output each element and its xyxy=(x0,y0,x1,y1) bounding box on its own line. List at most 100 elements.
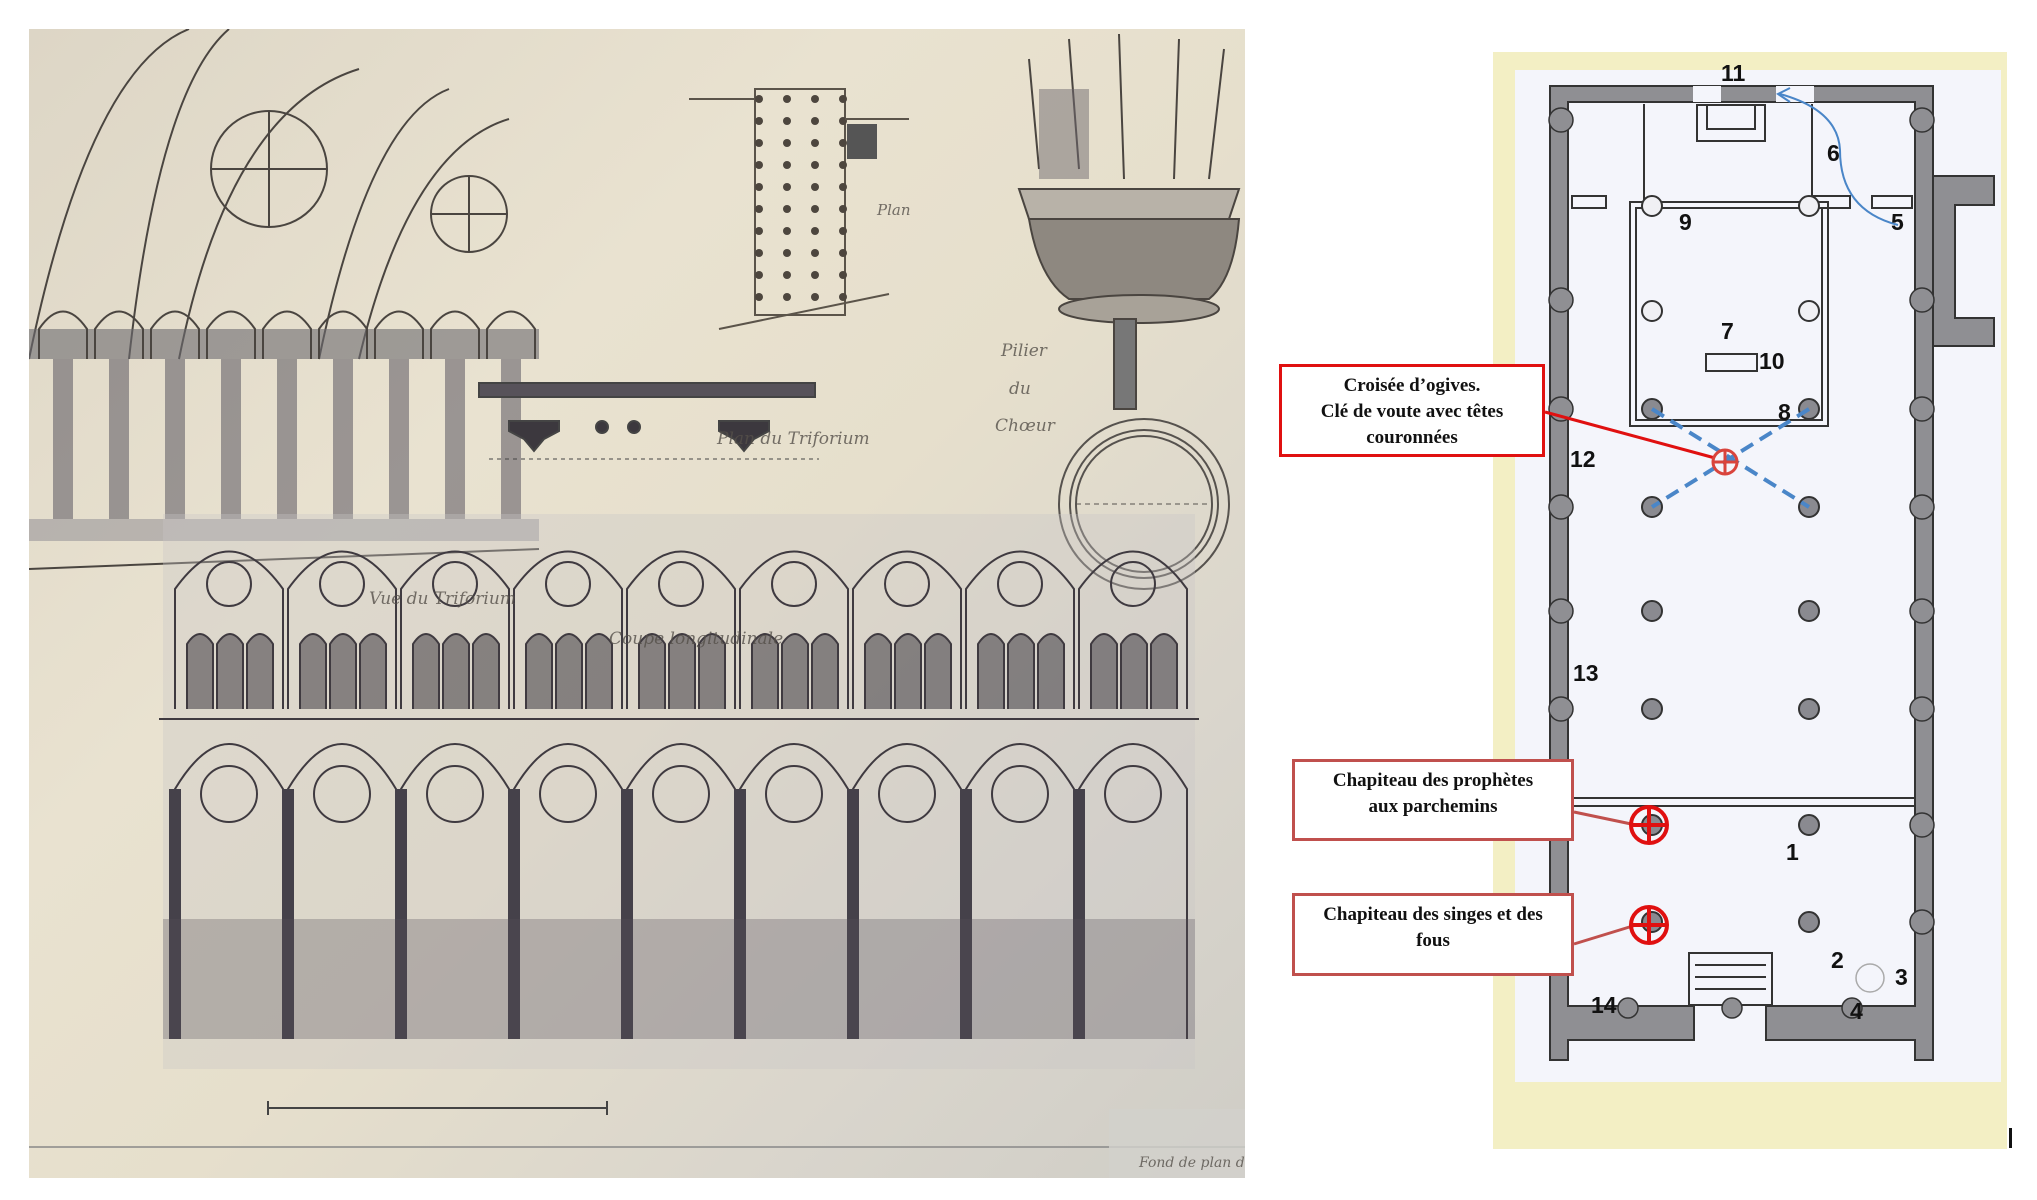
wall-pier xyxy=(1548,107,1574,133)
lower-bay-arch xyxy=(965,743,1075,1039)
arcade-arch xyxy=(150,310,200,359)
arcade-column xyxy=(501,359,521,519)
upper-roundel xyxy=(319,561,365,607)
lower-roundel xyxy=(539,765,597,823)
plan-number-10: 10 xyxy=(1759,348,1785,374)
longitudinal-section-drawing xyxy=(159,514,1199,1069)
small-plan-pier xyxy=(755,249,763,257)
small-plan-pier xyxy=(811,183,819,191)
callout-line: fous xyxy=(1416,930,1450,951)
plan-column xyxy=(1641,600,1663,622)
plan-number-1: 1 xyxy=(1786,839,1799,865)
upper-bay-arch xyxy=(965,550,1075,709)
plan-number-7: 7 xyxy=(1721,318,1734,344)
triforium-opening xyxy=(894,633,922,709)
plan-number-9: 9 xyxy=(1679,209,1692,235)
choir-enclosure xyxy=(1571,104,1913,427)
section-pier xyxy=(395,789,407,1039)
section-pier xyxy=(960,789,972,1039)
small-plan-pier xyxy=(783,183,791,191)
wall-pier xyxy=(1909,909,1935,935)
upper-bay-arch xyxy=(287,550,397,709)
upper-roundel xyxy=(997,561,1043,607)
arcade-arch xyxy=(430,310,480,359)
caption-fond-de-plan: Fond de plan d xyxy=(1139,1155,1245,1171)
triforium-opening xyxy=(246,633,274,709)
lower-bay-arch xyxy=(287,743,397,1039)
small-plan-pier xyxy=(839,205,847,213)
drawing-sketches xyxy=(29,29,1245,1178)
small-plan-pier xyxy=(783,117,791,125)
plan-number-8: 8 xyxy=(1778,399,1791,425)
callout-chapiteau-prophetes: Chapiteau des prophètes aux parchemins xyxy=(1292,759,1574,841)
edge-mark xyxy=(2009,1128,2012,1148)
upper-roundel xyxy=(206,561,252,607)
callout-line: Croisée d’ogives. xyxy=(1343,375,1481,396)
entrance-stairs xyxy=(1688,952,1773,1006)
wall-pier xyxy=(1909,494,1935,520)
architectural-drawing-photo: Vue du Triforium Plan du Triforium Plan … xyxy=(29,29,1245,1178)
small-plan-pier xyxy=(811,249,819,257)
caption-vue-triforium: Vue du Triforium xyxy=(369,589,516,609)
small-plan-pier xyxy=(839,161,847,169)
triforium-opening xyxy=(472,633,500,709)
arcade-arch xyxy=(486,310,536,359)
plan-number-12: 12 xyxy=(1570,446,1596,472)
triforium-opening xyxy=(299,633,327,709)
masonry-band xyxy=(163,919,1195,1039)
upper-roundel xyxy=(545,561,591,607)
lower-bay-arch xyxy=(1078,743,1188,1039)
triforium-opening xyxy=(1150,633,1178,709)
plan-column xyxy=(1641,911,1663,933)
triforium-opening xyxy=(638,633,666,709)
arcade-arch xyxy=(374,310,424,359)
wall-pier xyxy=(1909,287,1935,313)
section-pier xyxy=(1073,789,1085,1039)
plan-number-13: 13 xyxy=(1573,660,1599,686)
callout-croisee-ogives: Croisée d’ogives. Clé de voute avec tête… xyxy=(1279,364,1545,457)
lower-bay-arch xyxy=(852,743,962,1039)
upper-roundel xyxy=(1110,561,1156,607)
section-pier xyxy=(169,789,181,1039)
triforium-opening xyxy=(751,633,779,709)
lower-roundel xyxy=(426,765,484,823)
small-plan-pier xyxy=(839,139,847,147)
triforium-opening xyxy=(1007,633,1035,709)
plan-number-2: 2 xyxy=(1831,947,1844,973)
small-plan-pier xyxy=(755,183,763,191)
triforium-opening xyxy=(186,633,214,709)
small-plan-pier xyxy=(783,271,791,279)
small-plan-pier xyxy=(811,271,819,279)
triforium-opening xyxy=(412,633,440,709)
arcade-arch xyxy=(38,310,88,359)
lower-roundel xyxy=(1104,765,1162,823)
plan-column xyxy=(1798,195,1820,217)
triforium-opening xyxy=(359,633,387,709)
plan-number-5: 5 xyxy=(1891,209,1904,235)
arcade-column xyxy=(333,359,353,519)
section-pier xyxy=(847,789,859,1039)
plan-walls xyxy=(1549,85,1995,1061)
door-arrow-curve xyxy=(1779,93,1899,226)
section-pier xyxy=(621,789,633,1039)
upper-bay-arch xyxy=(174,550,284,709)
triforium-opening xyxy=(781,633,809,709)
upper-bay-arch xyxy=(852,550,962,709)
section-pier xyxy=(734,789,746,1039)
callout-line: Clé de voute avec têtes xyxy=(1320,401,1504,422)
triforium-opening xyxy=(525,633,553,709)
plan-column xyxy=(1798,911,1820,933)
altar-rectangle xyxy=(1705,353,1758,372)
arcade-column xyxy=(109,359,129,519)
lower-bay-arch xyxy=(739,743,849,1039)
small-plan-pier xyxy=(755,227,763,235)
callout-line: couronnées xyxy=(1366,427,1458,448)
wall-pier xyxy=(1548,494,1574,520)
pillar-capital-drawing xyxy=(1017,33,1241,410)
font-circle xyxy=(1855,963,1885,993)
small-plan-pier xyxy=(839,249,847,257)
triforium-opening xyxy=(1037,633,1065,709)
pillar-circle-plan xyxy=(1058,418,1230,590)
triforium-opening xyxy=(864,633,892,709)
